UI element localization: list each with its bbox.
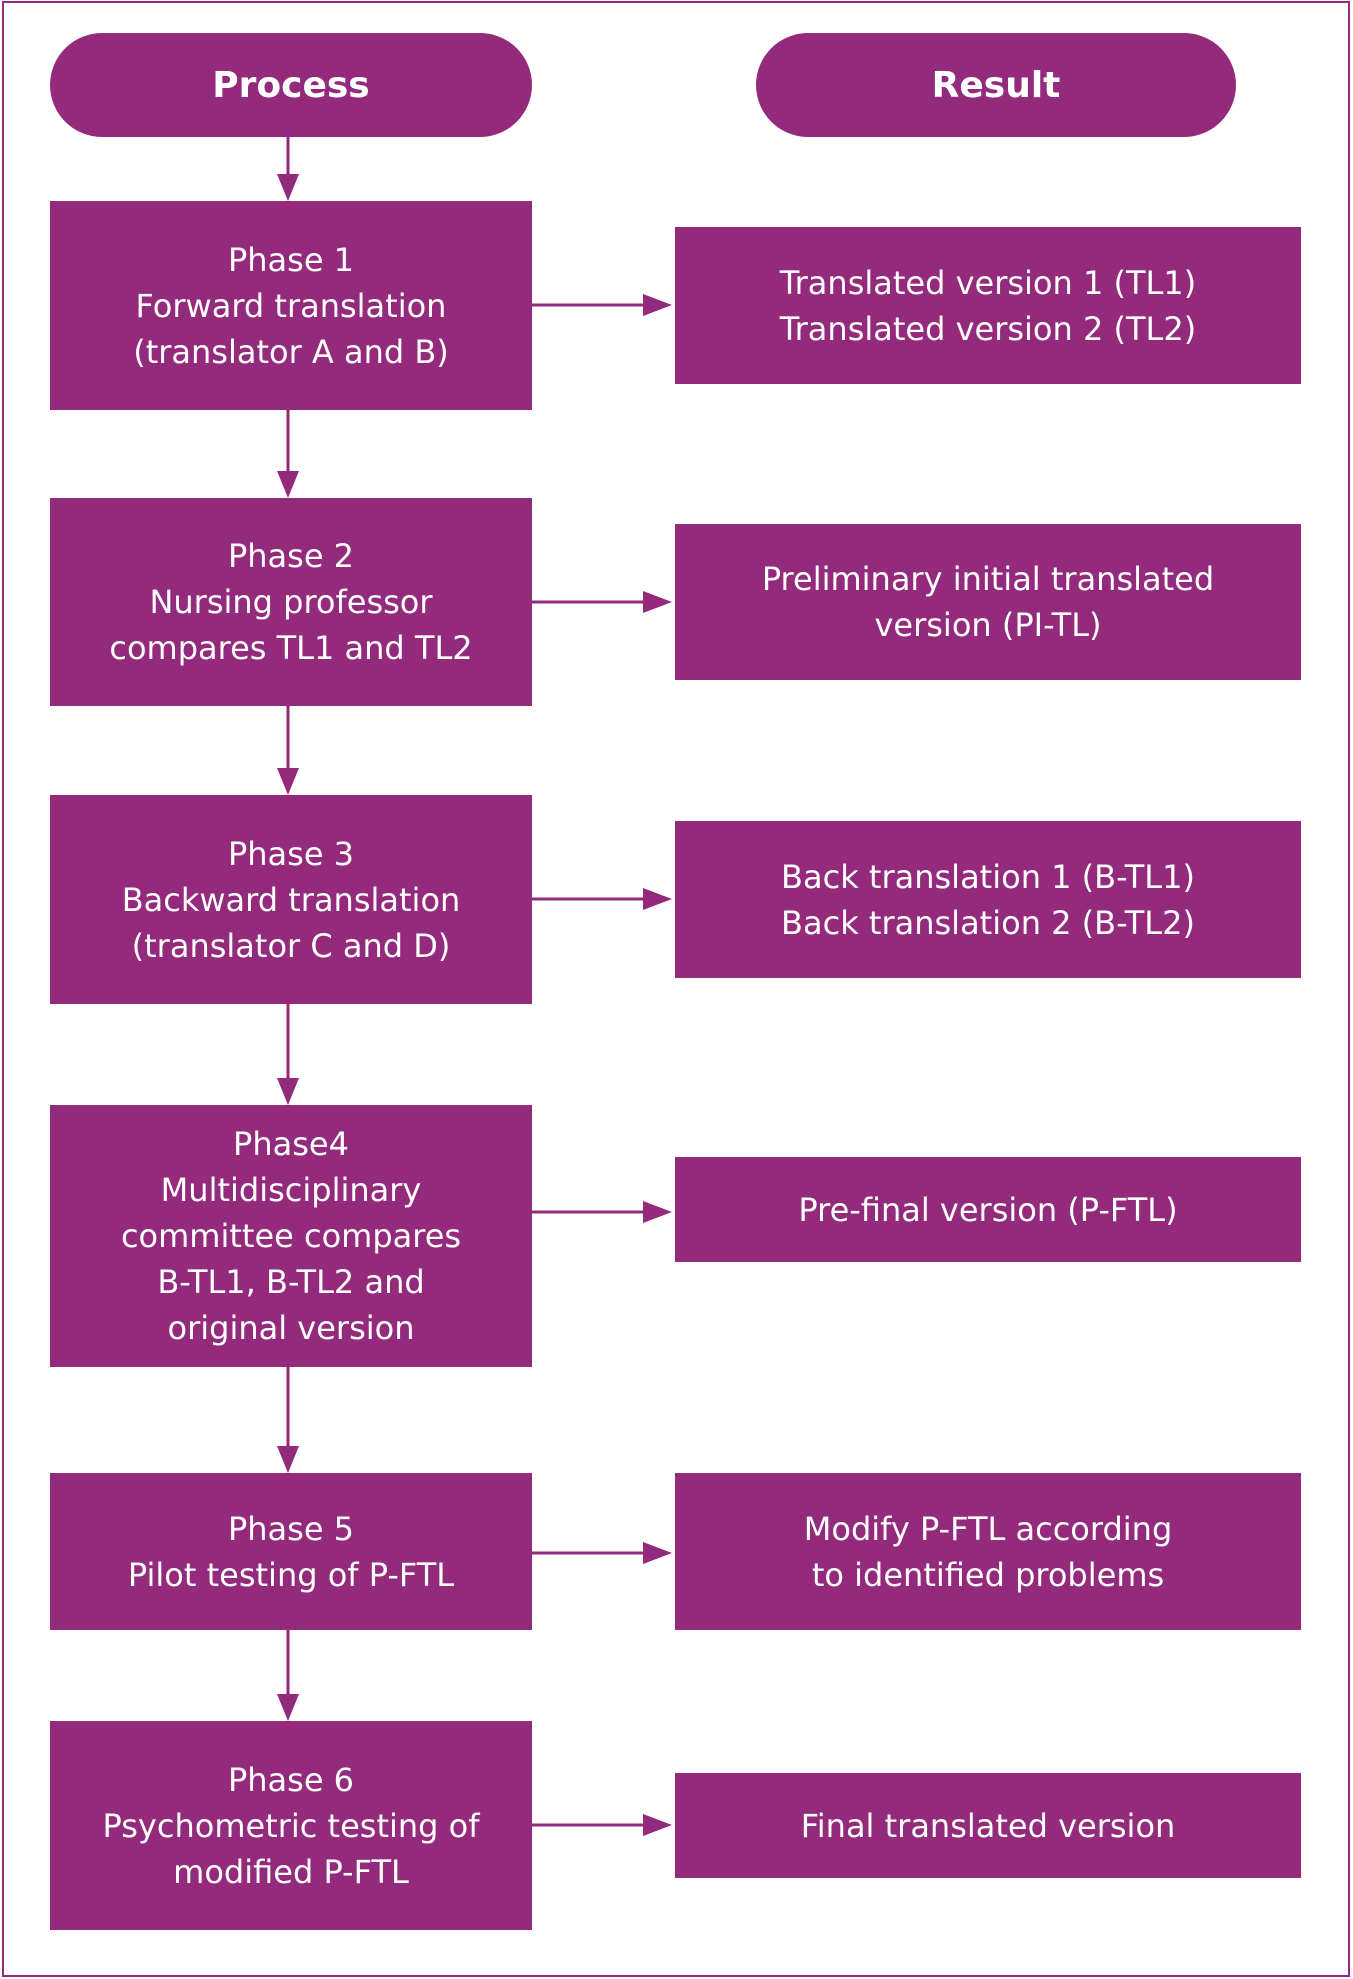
result-3-line: Back translation 1 (B-TL1) [781, 857, 1195, 896]
result-3-box: Back translation 1 (B-TL1) Back translat… [675, 821, 1301, 978]
result-5-box: Modify P-FTL according to identified pro… [675, 1473, 1301, 1630]
result-6-line: Final translated version [800, 1806, 1176, 1845]
phase-6-line: modified P-FTL [173, 1852, 409, 1891]
phase-5-line: Pilot testing of P-FTL [127, 1555, 455, 1594]
result-4-line: Pre-final version (P-FTL) [798, 1190, 1178, 1229]
result-5-line: Modify P-FTL according [803, 1509, 1173, 1548]
result-5-line: to identified problems [811, 1555, 1165, 1594]
phase-3-box: Phase 3 Backward translation (translator… [50, 795, 532, 1004]
result-2-line: version (PI-TL) [874, 606, 1102, 644]
phase-1-line: (translator A and B) [133, 332, 449, 371]
result-2-box: Preliminary initial translated version (… [675, 524, 1301, 680]
phase-4-line: committee compares [120, 1217, 462, 1255]
result-1-line: Translated version 2 (TL2) [779, 309, 1197, 348]
result-1-box: Translated version 1 (TL1) Translated ve… [675, 227, 1301, 384]
phase-4-line: B-TL1, B-TL2 and [157, 1263, 425, 1301]
phase-2-line: compares TL1 and TL2 [109, 629, 473, 667]
phase-2-title: Phase 2 [227, 537, 355, 575]
phase-4-title: Phase4 [233, 1125, 349, 1163]
result-3-line: Back translation 2 (B-TL2) [781, 903, 1195, 942]
phase-3-line: (translator C and D) [131, 926, 451, 965]
phase-5-title: Phase 5 [227, 1509, 355, 1548]
phase-1-title: Phase 1 [227, 240, 355, 279]
phase-2-box: Phase 2 Nursing professor compares TL1 a… [50, 498, 532, 706]
phase-4-line: Multidisciplinary [160, 1171, 422, 1209]
phase-3-line: Backward translation [121, 880, 461, 919]
phase-2-line: Nursing professor [149, 583, 433, 621]
result-header-label: Result [931, 64, 1061, 106]
phase-4-box: Phase4 Multidisciplinary committee compa… [50, 1105, 532, 1367]
result-1-line: Translated version 1 (TL1) [779, 263, 1197, 302]
process-header-label: Process [212, 64, 370, 106]
result-6-box: Final translated version [675, 1773, 1301, 1878]
phase-6-title: Phase 6 [227, 1760, 355, 1799]
result-header: Result [756, 33, 1236, 137]
result-4-box: Pre-final version (P-FTL) [675, 1157, 1301, 1262]
phase-6-box: Phase 6 Psychometric testing of modified… [50, 1721, 532, 1930]
process-header: Process [50, 33, 532, 137]
phase-3-title: Phase 3 [227, 834, 355, 873]
phase-4-line: original version [167, 1309, 415, 1347]
phase-5-box: Phase 5 Pilot testing of P-FTL [50, 1473, 532, 1630]
phase-1-line: Forward translation [135, 286, 447, 325]
phase-1-box: Phase 1 Forward translation (translator … [50, 201, 532, 410]
phase-6-line: Psychometric testing of [102, 1806, 480, 1845]
result-2-line: Preliminary initial translated [761, 560, 1215, 598]
